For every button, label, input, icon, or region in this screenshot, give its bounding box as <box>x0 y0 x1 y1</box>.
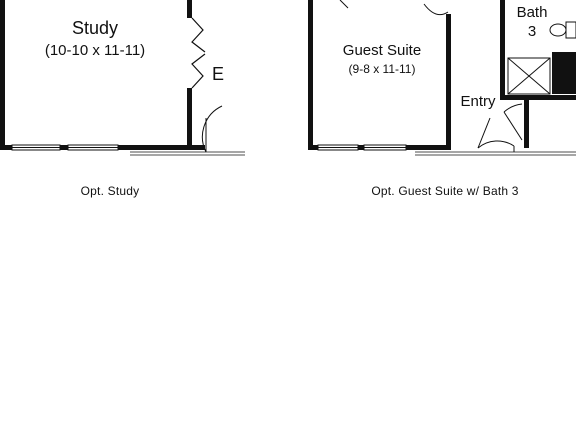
entry-label: Entry <box>460 93 496 110</box>
study-partial-label: E <box>211 64 224 84</box>
guest-caption: Opt. Guest Suite w/ Bath 3 <box>371 184 519 198</box>
guest-entry-door <box>477 117 515 152</box>
bath-door <box>503 103 523 141</box>
bath-number: 3 <box>527 23 537 40</box>
guest-left-wall <box>308 0 313 150</box>
bath-shower <box>507 57 551 95</box>
bath-wall <box>500 0 505 95</box>
bath-label: Bath <box>516 4 548 21</box>
study-plan <box>0 0 245 156</box>
study-windows <box>11 144 119 151</box>
study-right-wall <box>187 0 192 18</box>
guest-interior-wall <box>446 14 451 150</box>
guest-plan <box>308 0 576 156</box>
study-left-wall <box>0 0 5 150</box>
guest-threshold <box>415 151 576 156</box>
study-room-dims: (10-10 x 11-11) <box>44 42 146 59</box>
guest-windows <box>317 144 407 151</box>
study-threshold <box>130 151 245 156</box>
study-room-name: Study <box>71 18 119 38</box>
guest-top-door <box>423 3 449 16</box>
study-caption: Opt. Study <box>80 184 140 198</box>
bath-toilet <box>549 21 576 39</box>
study-bifold-door <box>191 17 206 89</box>
study-entry-door <box>201 105 223 153</box>
bath-vanity <box>552 52 576 94</box>
guest-room-name: Guest Suite <box>342 42 422 59</box>
guest-room-dims: (9-8 x 11-11) <box>348 62 416 76</box>
